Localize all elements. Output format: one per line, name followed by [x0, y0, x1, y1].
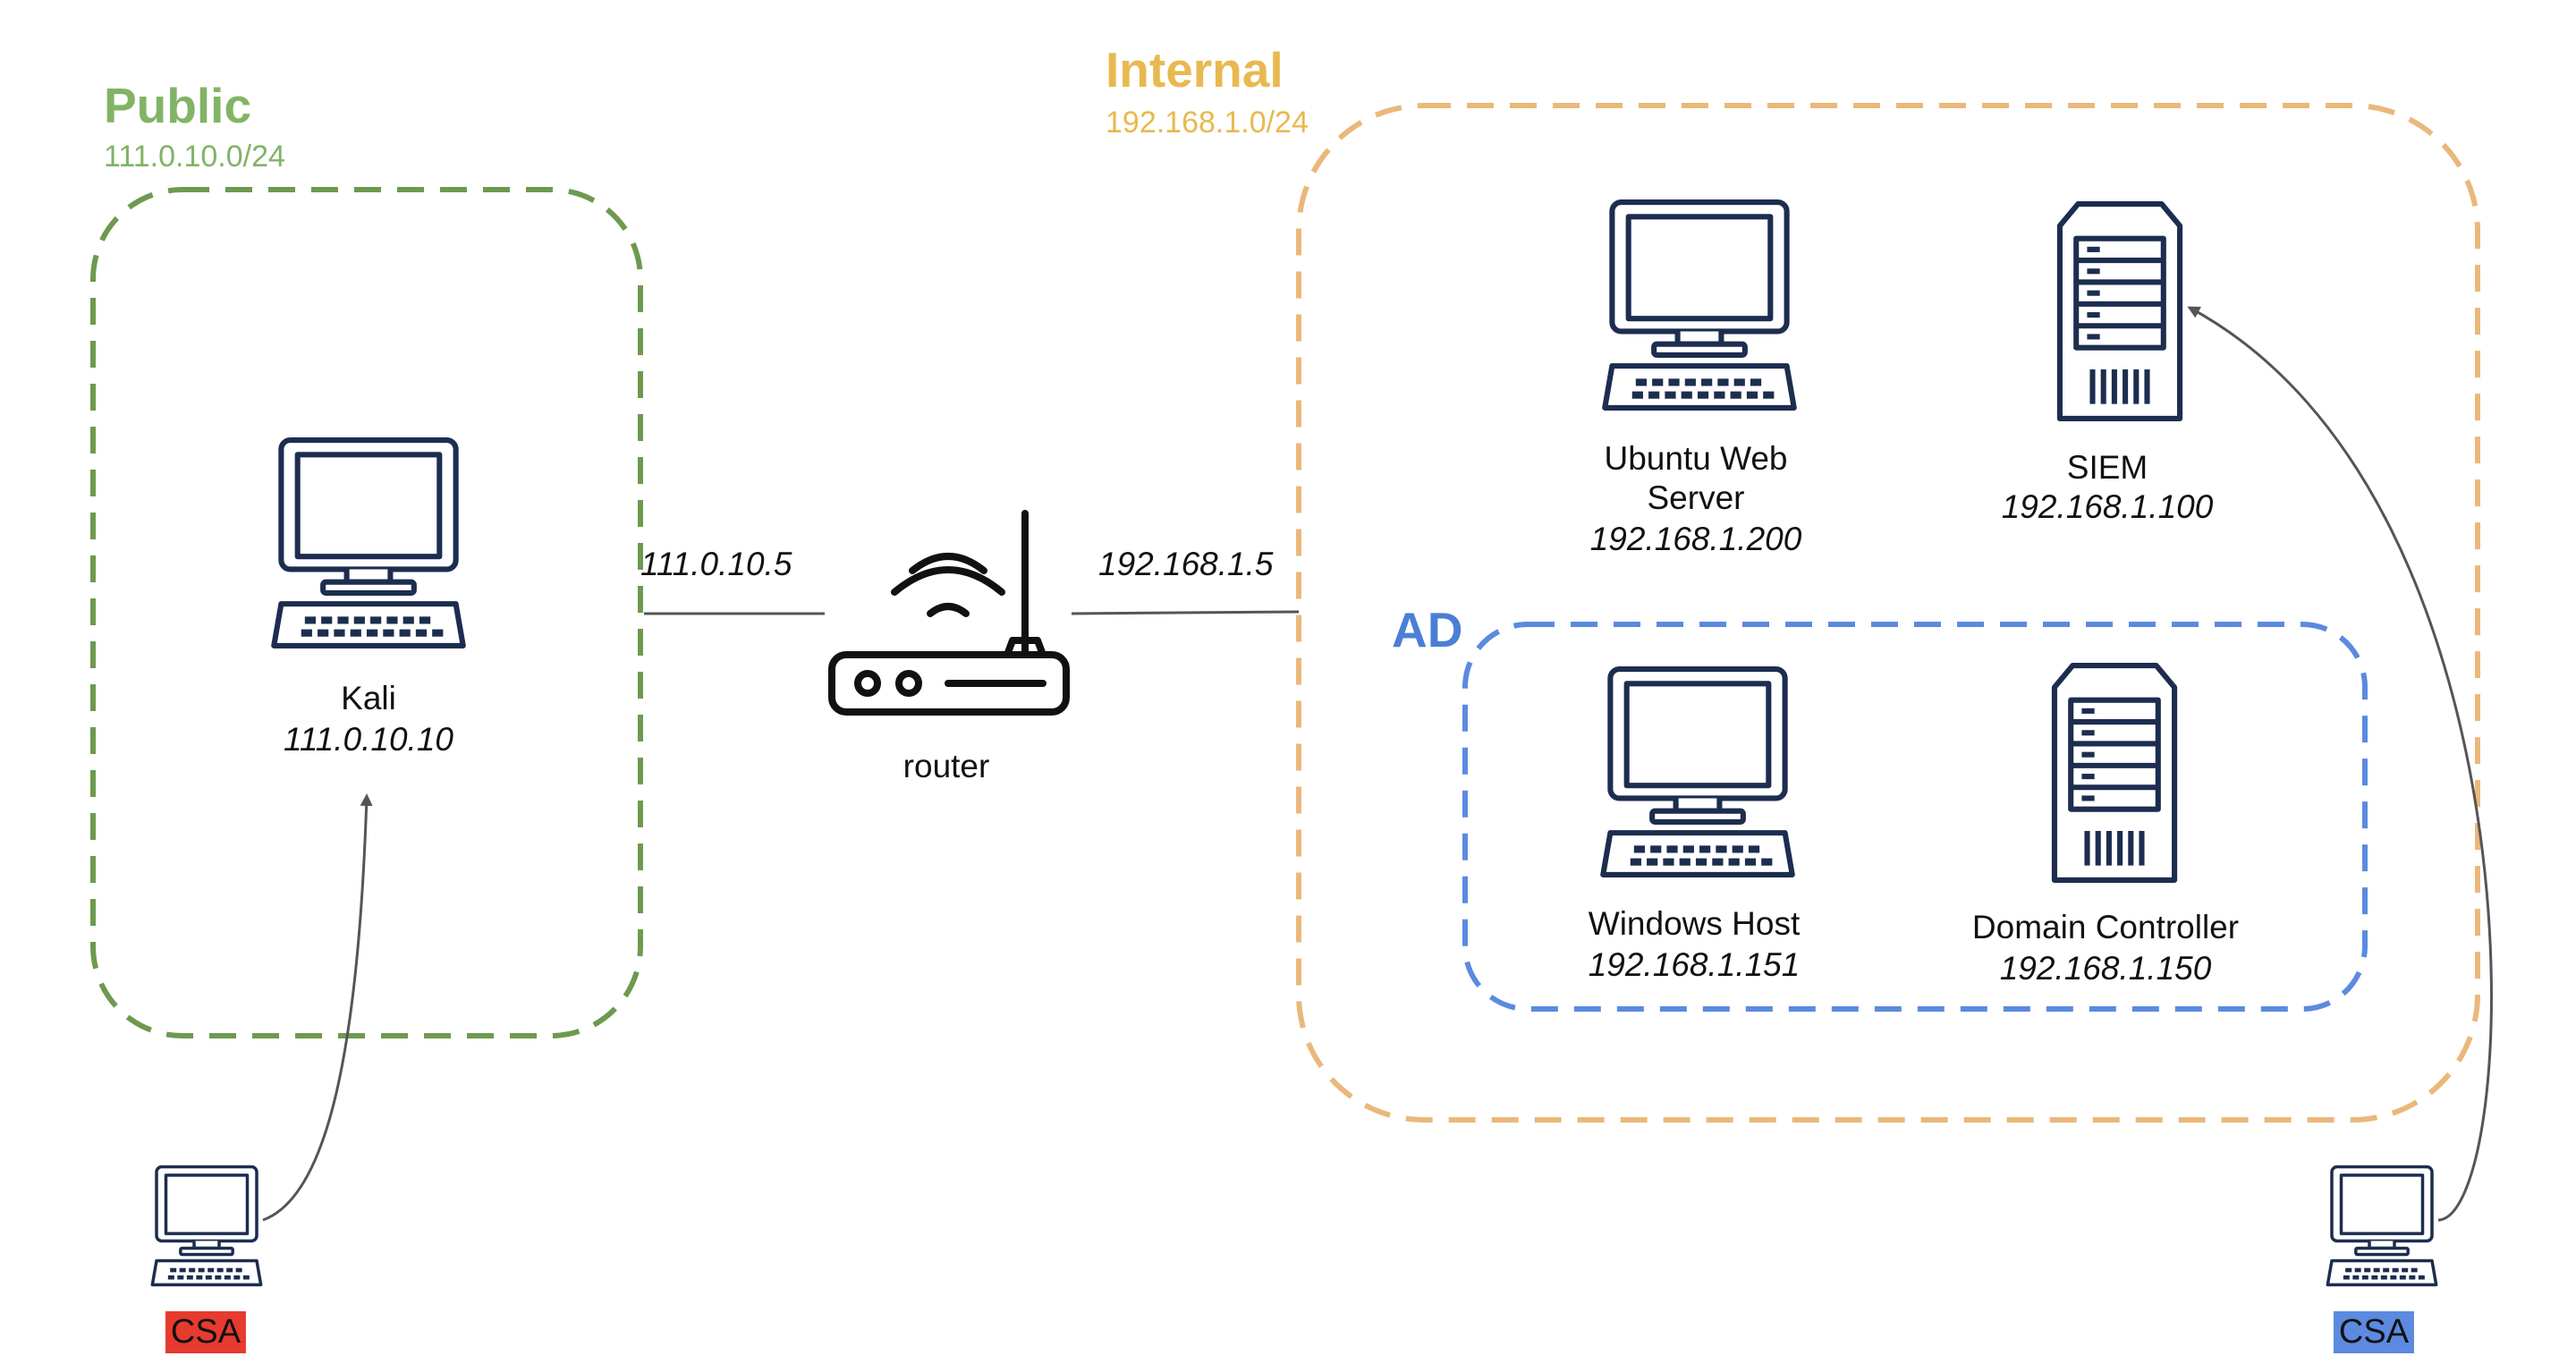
ubuntu-name-line1: Ubuntu Web	[1604, 440, 1788, 477]
siem-server-icon	[2060, 204, 2180, 419]
siem-ip: 192.168.1.100	[2001, 488, 2214, 525]
ad-zone-title: AD	[1392, 602, 1463, 657]
csa-left-workstation-icon	[150, 1165, 263, 1287]
public-zone-title: Public	[104, 78, 252, 133]
csa-right-workstation-icon	[2326, 1165, 2438, 1287]
internal-zone-cidr: 192.168.1.0/24	[1106, 106, 1309, 140]
siem-name: SIEM	[2066, 449, 2148, 486]
public-zone-cidr: 111.0.10.0/24	[104, 140, 285, 174]
ubuntu-name-line2: Server	[1647, 479, 1745, 516]
public-link-ip: 111.0.10.5	[640, 546, 792, 582]
dc-name: Domain Controller	[1971, 909, 2240, 945]
dc-server-icon	[2055, 665, 2174, 880]
kali-name: Kali	[341, 680, 396, 716]
windows-ip: 192.168.1.151	[1588, 946, 1801, 983]
internal-link-ip: 192.168.1.5	[1098, 546, 1274, 582]
kali-ip: 111.0.10.10	[284, 721, 453, 758]
router-name: router	[902, 748, 990, 784]
csa-left-arrow	[262, 793, 373, 1222]
windows-name: Windows Host	[1588, 905, 1801, 942]
ubuntu-workstation-icon	[1605, 202, 1794, 408]
router-icon	[828, 510, 1070, 716]
csa-right-arrow	[2187, 306, 2493, 1222]
csa-right-badge: CSA	[2333, 1311, 2415, 1353]
internal-zone	[1296, 103, 2480, 1123]
link-router-internal	[1071, 610, 1300, 615]
internal-zone-title: Internal	[1106, 42, 1284, 97]
windows-workstation-icon	[1603, 669, 1792, 875]
kali-workstation-icon	[274, 440, 463, 646]
csa-left-badge: CSA	[165, 1311, 247, 1353]
ubuntu-ip: 192.168.1.200	[1589, 521, 1802, 557]
dc-ip: 192.168.1.150	[1999, 950, 2212, 987]
public-zone	[90, 187, 643, 1038]
ad-zone	[1462, 622, 2368, 1012]
